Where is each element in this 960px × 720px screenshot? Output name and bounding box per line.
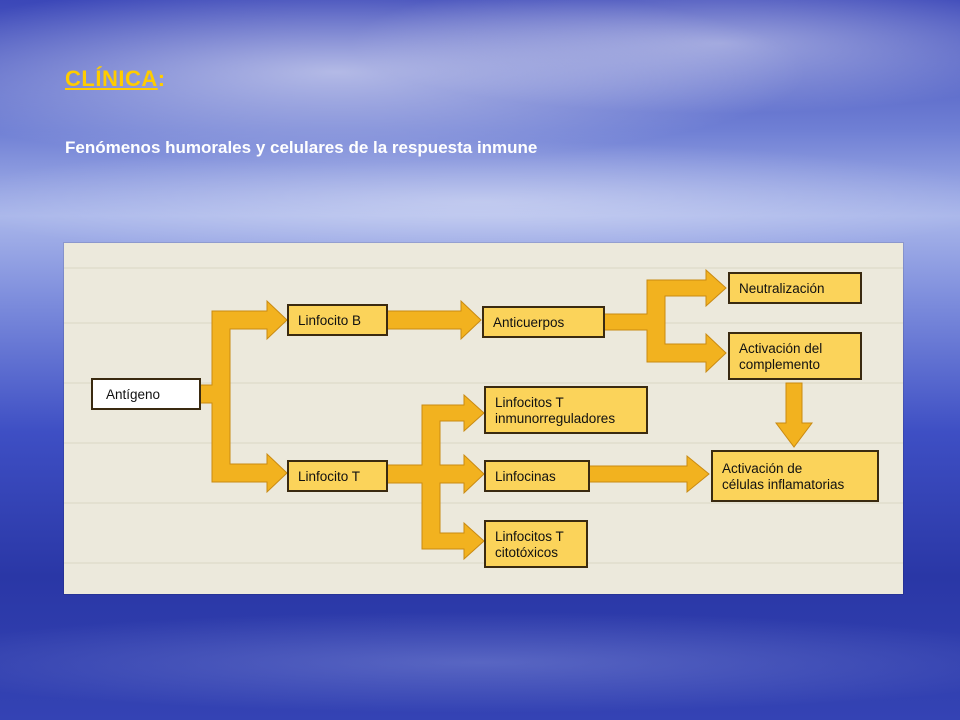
node-box	[484, 520, 588, 568]
slide-title: CLÍNICA:	[65, 66, 166, 92]
node-linfocito-t: Linfocito T	[287, 460, 388, 492]
node-label: Linfocitos T	[495, 395, 564, 410]
arrow-t-to-branches	[386, 393, 485, 561]
node-label: Activación de	[722, 461, 802, 476]
slide-title-colon: :	[157, 66, 166, 91]
arrow-antigeno-to-branches	[199, 299, 288, 494]
node-linfocito-b: Linfocito B	[287, 304, 388, 336]
node-label: Linfocinas	[495, 469, 556, 484]
node-label: complemento	[739, 357, 820, 372]
node-label: Antígeno	[106, 387, 160, 402]
slide-subtitle: Fenómenos humorales y celulares de la re…	[65, 138, 538, 157]
node-box	[287, 460, 388, 492]
node-label: células inflamatorias	[722, 477, 845, 492]
node-box	[728, 272, 862, 304]
slide-title-text: CLÍNICA	[65, 66, 158, 91]
node-box	[484, 386, 648, 434]
arrow-complemento-to-inflamatorias	[775, 382, 813, 448]
node-box	[287, 304, 388, 336]
node-label: Linfocito T	[298, 469, 360, 484]
arrow-linfocinas-to-inflamatorias	[588, 454, 710, 494]
node-label: Anticuerpos	[493, 315, 565, 330]
node-label: Linfocito B	[298, 313, 361, 328]
arrow-b-to-anticuerpos	[386, 299, 482, 341]
node-box	[91, 378, 201, 410]
node-label: Neutralización	[739, 281, 825, 296]
node-box	[484, 460, 590, 492]
node-antigeno: Antígeno	[91, 378, 201, 410]
node-anticuerpos: Anticuerpos	[482, 306, 605, 338]
node-neutralizacion: Neutralización	[728, 272, 862, 304]
arrow-anticuerpos-to-effectors	[603, 268, 727, 374]
immune-response-diagram: Antígeno Linfocito B Linfocito T Anticuerpo…	[64, 243, 903, 594]
node-label: Linfocitos T	[495, 529, 564, 544]
node-linfocinas: Linfocinas	[484, 460, 590, 492]
node-label: inmunorreguladores	[495, 411, 615, 426]
diagram-canvas: Antígeno Linfocito B Linfocito T Anticuerpo…	[64, 267, 903, 568]
node-box	[711, 450, 879, 502]
node-label: Activación del	[739, 341, 822, 356]
node-label: citotóxicos	[495, 545, 558, 560]
node-box	[728, 332, 862, 380]
node-box	[482, 306, 605, 338]
